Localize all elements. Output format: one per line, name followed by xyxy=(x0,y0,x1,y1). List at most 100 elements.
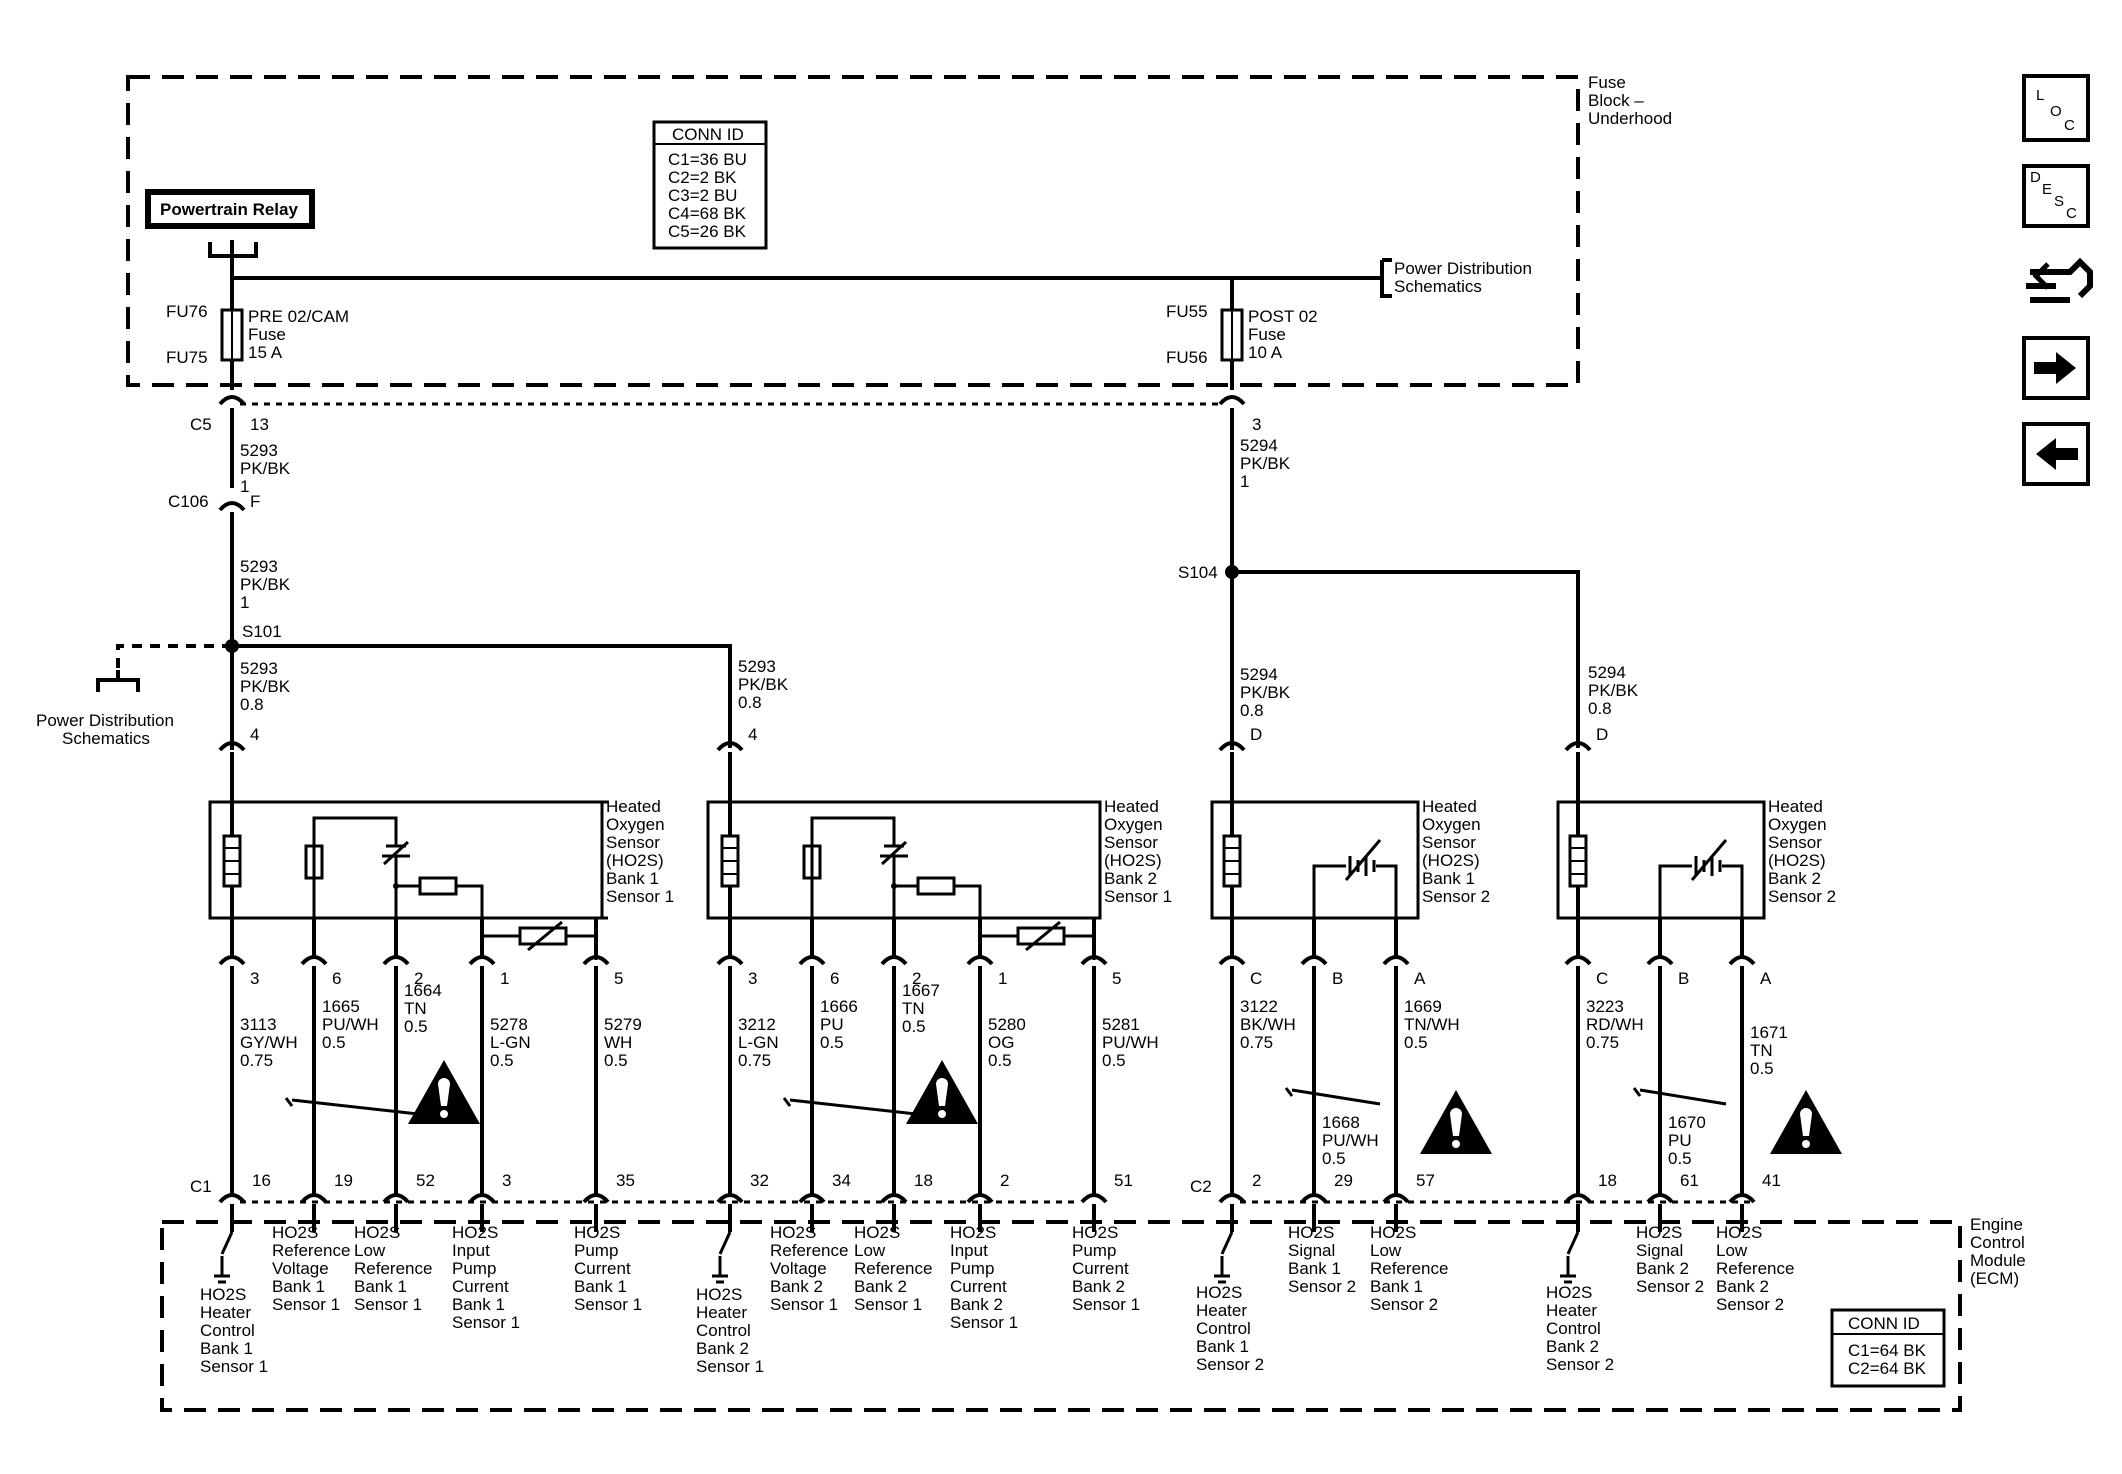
twisted-pair-marker xyxy=(782,1097,917,1116)
ecm-pin-label-line: Low xyxy=(1370,1241,1402,1260)
pump-resistor-b2 xyxy=(978,920,1096,960)
svg-text:PK/BK: PK/BK xyxy=(240,575,291,594)
svg-text:L: L xyxy=(2036,87,2044,104)
ecm-pin-label-line: Sensor 1 xyxy=(854,1295,922,1314)
svg-text:Schematics: Schematics xyxy=(62,729,150,748)
svg-text:5294: 5294 xyxy=(1240,665,1278,684)
svg-text:Fuse: Fuse xyxy=(248,325,286,344)
ecm-pin-label-line: Sensor 1 xyxy=(770,1295,838,1314)
sensor-pin-arc xyxy=(798,955,826,966)
ecm-pin-label-line: Bank 1 xyxy=(1196,1337,1249,1356)
ecm-pin-label-line: Sensor 1 xyxy=(1072,1295,1140,1314)
svg-text:S: S xyxy=(2054,193,2064,210)
wire-label-line: RD/WH xyxy=(1586,1015,1644,1034)
ecm-pin-arc xyxy=(1728,1193,1756,1204)
ecm-pin-label-line: Low xyxy=(1716,1241,1748,1260)
sensor-pin-number: 2 xyxy=(414,969,423,988)
wire-label-line: 0.5 xyxy=(1404,1033,1428,1052)
fuse-block-boundary xyxy=(126,75,1580,387)
ecm-pin-label-line: Bank 2 xyxy=(854,1277,907,1296)
sensor-pin-arc xyxy=(1728,955,1756,966)
ecm-pin-label-line: Bank 1 xyxy=(574,1277,627,1296)
wire-label-line: 0.5 xyxy=(1668,1149,1692,1168)
svg-text:FU76: FU76 xyxy=(166,302,208,321)
ecm-pin-label-line: HO2S xyxy=(574,1223,620,1242)
sensor-pin-arc xyxy=(382,955,410,966)
svg-text:PK/BK: PK/BK xyxy=(240,459,291,478)
svg-text:FU56: FU56 xyxy=(1166,348,1208,367)
svg-text:Control: Control xyxy=(1970,1233,2025,1252)
wire-label-line: 0.5 xyxy=(604,1051,628,1070)
ecm-pin-arc xyxy=(1300,1193,1328,1204)
wire-label-line: 0.75 xyxy=(738,1051,771,1070)
svg-text:C2: C2 xyxy=(1190,1177,1212,1196)
sensor-pin-arc xyxy=(218,955,246,966)
ecm-pin-arc xyxy=(468,1193,496,1204)
ecm-pin-label-line: Pump xyxy=(574,1241,618,1260)
sensor-pin-arc xyxy=(880,955,908,966)
wire-label-line: 0.5 xyxy=(988,1051,1012,1070)
location-button[interactable]: L O C xyxy=(2022,74,2090,142)
wire-label-line: PU xyxy=(1668,1131,1692,1150)
ecm-pin-number: 57 xyxy=(1416,1171,1435,1190)
caution-icon xyxy=(408,1060,480,1124)
ecm-pin-number: 32 xyxy=(750,1171,769,1190)
zirconia-cell-b1s2 xyxy=(1312,839,1398,918)
sensor-pin-arc xyxy=(1080,955,1108,966)
pump-resistor-b1 xyxy=(480,920,598,960)
wire-label-line: L-GN xyxy=(738,1033,779,1052)
back-arrow-icon[interactable] xyxy=(2022,422,2090,486)
svg-text:15 A: 15 A xyxy=(248,343,283,362)
svg-text:(ECM): (ECM) xyxy=(1970,1269,2019,1288)
wire-5294-a: 5294 PK/BK 1 xyxy=(1240,436,1291,491)
wire-label-line: 1669 xyxy=(1404,997,1442,1016)
ecm-pin-arc xyxy=(880,1193,908,1204)
wire-label-line: 1664 xyxy=(404,981,442,1000)
ecm-pin-label-line: Bank 2 xyxy=(1716,1277,1769,1296)
component-view-icon[interactable] xyxy=(2026,257,2093,303)
ecm-pin-label-line: Reference xyxy=(1716,1259,1794,1278)
svg-text:1: 1 xyxy=(240,593,249,612)
svg-text:Sensor: Sensor xyxy=(606,833,660,852)
connector-c106: C106 F xyxy=(168,492,260,512)
sensor-pin-number: A xyxy=(1760,969,1772,988)
svg-text:CONN ID: CONN ID xyxy=(672,125,744,144)
svg-text:Bank 2: Bank 2 xyxy=(1104,869,1157,888)
fuse-post-o2: FU55 FU56 POST 02 Fuse 10 A xyxy=(1166,302,1318,367)
ecm-pin-label-line: Reference xyxy=(770,1241,848,1260)
sensor-pin-arc xyxy=(716,955,744,966)
ecm-pin-label-line: Sensor 2 xyxy=(1370,1295,1438,1314)
wire-label-line: 0.75 xyxy=(1586,1033,1619,1052)
svg-text:(HO2S): (HO2S) xyxy=(606,851,664,870)
svg-text:C1: C1 xyxy=(190,1177,212,1196)
forward-arrow-icon[interactable] xyxy=(2022,336,2090,400)
ecm-pin-label-line: Low xyxy=(354,1241,386,1260)
conn-id-table-bottom: CONN ID C1=64 BK C2=64 BK xyxy=(1830,1308,1946,1388)
svg-text:Sensor: Sensor xyxy=(1422,833,1476,852)
ecm-pin-label-line: Bank 1 xyxy=(200,1339,253,1358)
splice-s104: S104 xyxy=(1178,563,1239,582)
svg-text:5293: 5293 xyxy=(738,657,776,676)
ecm-pin-label-line: Bank 1 xyxy=(452,1295,505,1314)
ecm-pin-label-line: Signal xyxy=(1636,1241,1683,1260)
ecm-pin-label-line: HO2S xyxy=(1288,1223,1334,1242)
ecm-pin-label-line: Pump xyxy=(1072,1241,1116,1260)
svg-text:Sensor 2: Sensor 2 xyxy=(1768,887,1836,906)
ground-icon xyxy=(712,1231,732,1284)
powertrain-relay: Powertrain Relay xyxy=(145,189,315,278)
svg-text:5294: 5294 xyxy=(1588,663,1626,682)
wire-label-line: 1671 xyxy=(1750,1023,1788,1042)
description-button[interactable]: D E S C xyxy=(2022,164,2090,228)
